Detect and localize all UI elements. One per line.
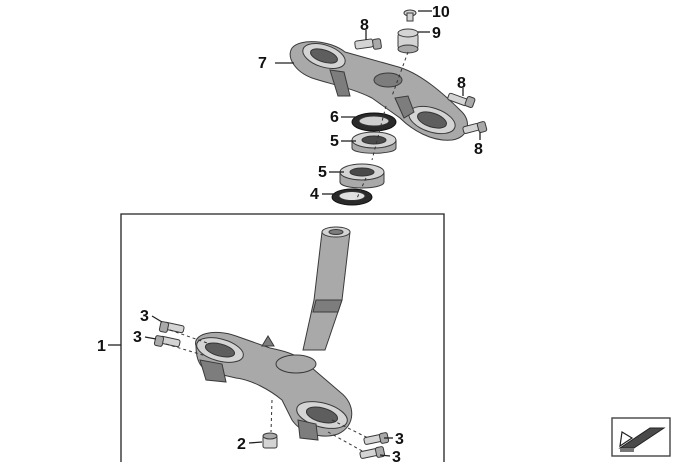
small-bolt-part-10 — [403, 9, 417, 22]
bearing-part-5-upper — [351, 131, 397, 154]
upper-triple-clamp — [289, 41, 468, 141]
callout-3-right-upper: 3 — [395, 431, 404, 448]
callout-8-top: 8 — [360, 17, 369, 34]
assembly-axis — [353, 51, 409, 206]
callout-5-lower: 5 — [318, 164, 327, 181]
callout-8-lower-right: 8 — [474, 141, 483, 158]
callout-1: 1 — [97, 338, 106, 355]
dust-seal-part-4 — [331, 188, 373, 206]
bolt-part-8-top — [354, 38, 382, 50]
callout-labels: 10 9 8 7 8 6 5 8 5 4 1 3 3 2 3 3 — [97, 4, 483, 466]
seal-ring-part-6 — [351, 112, 397, 132]
bolt-part-3-right-upper — [363, 432, 390, 445]
leader-lines — [108, 10, 481, 457]
callout-9: 9 — [432, 25, 441, 42]
callout-6: 6 — [330, 109, 339, 126]
bolt-part-3-left-upper — [158, 321, 185, 334]
callout-2: 2 — [237, 436, 246, 453]
bolt-part-3-left-lower — [153, 335, 181, 348]
steering-stem — [302, 226, 351, 351]
bolt-part-3-right-lower — [359, 446, 386, 459]
bearing-part-5-lower — [339, 163, 385, 189]
top-nut-part-9 — [397, 28, 419, 54]
plug-part-2 — [262, 432, 278, 449]
bolt-part-8-lower-right — [462, 121, 488, 134]
callout-8-right: 8 — [457, 75, 466, 92]
vehicle-orientation-icon — [611, 417, 671, 457]
callout-3-right-lower: 3 — [392, 449, 401, 462]
callout-10: 10 — [432, 4, 450, 21]
lower-triple-clamp — [195, 331, 353, 441]
callout-3-left-lower: 3 — [133, 329, 142, 346]
callout-5-upper: 5 — [330, 133, 339, 150]
assembly-frame-part-1 — [120, 213, 445, 462]
callout-7: 7 — [258, 55, 267, 72]
callout-4: 4 — [310, 186, 319, 203]
callout-3-left-upper: 3 — [140, 308, 149, 325]
bolt-part-8-right — [447, 92, 476, 109]
bolt-axes — [165, 329, 369, 453]
plug-axis — [270, 399, 273, 433]
